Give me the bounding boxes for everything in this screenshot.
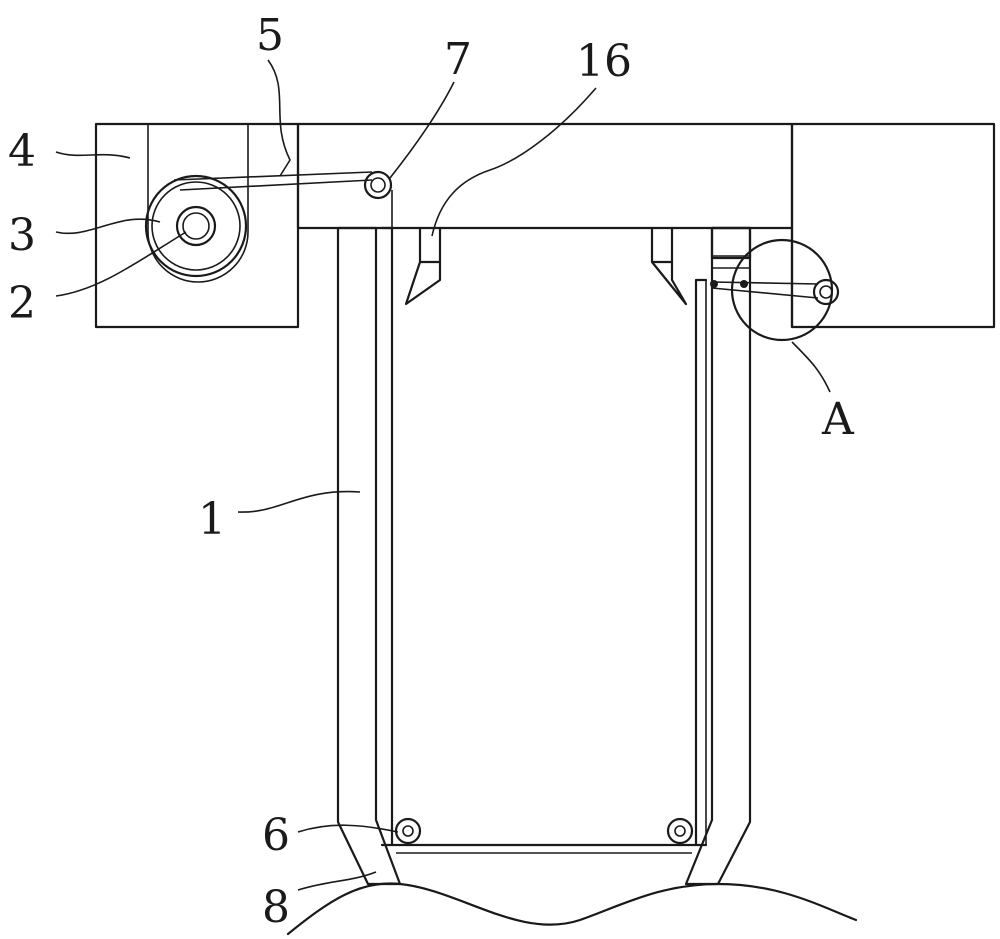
label-16: 16 <box>576 36 632 87</box>
label-7: 7 <box>444 34 472 85</box>
bottom-assembly <box>390 817 698 854</box>
top-beam <box>296 122 794 230</box>
left-wall <box>336 226 402 886</box>
left-housing <box>94 122 373 329</box>
label-2: 2 <box>8 278 36 329</box>
part-labels: 4 3 2 5 7 16 1 6 8 A <box>8 10 855 933</box>
right-housing <box>790 122 996 329</box>
guide-roller <box>363 170 393 200</box>
right-liner <box>694 278 708 847</box>
label-6: 6 <box>262 810 290 861</box>
label-1: 1 <box>198 494 226 545</box>
cutter-blades <box>404 226 688 306</box>
label-detail-a: A <box>821 394 855 445</box>
label-5: 5 <box>256 10 284 61</box>
left-liner <box>380 190 394 847</box>
ground-line <box>286 882 858 936</box>
label-8: 8 <box>262 882 290 933</box>
leader-lines <box>55 59 831 891</box>
label-3: 3 <box>8 210 36 261</box>
detail-a <box>710 238 840 342</box>
label-4: 4 <box>8 126 36 177</box>
